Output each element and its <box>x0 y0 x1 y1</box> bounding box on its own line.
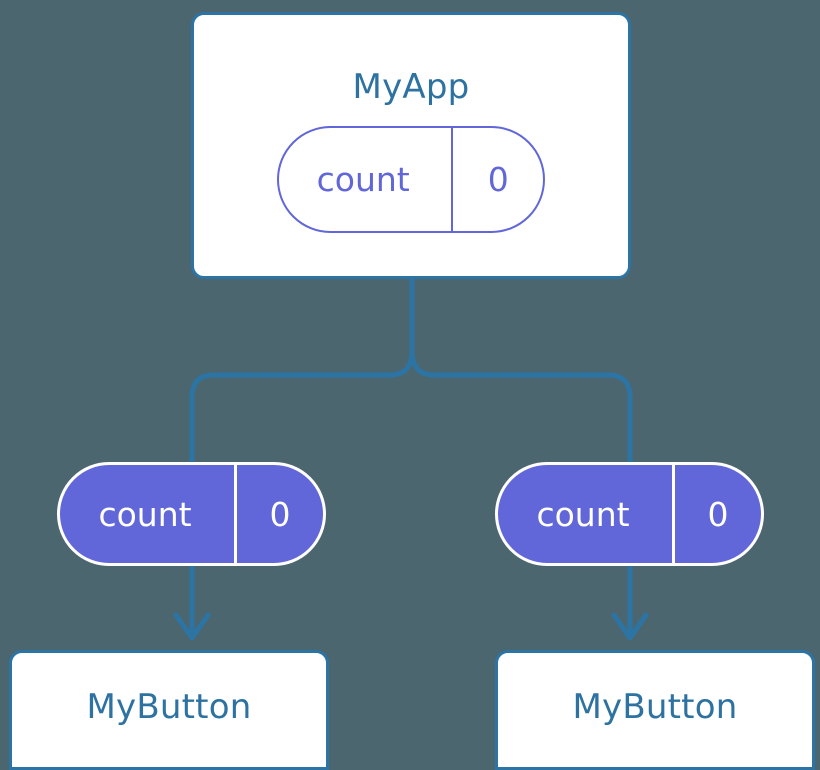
edge-branch-right <box>409 349 633 470</box>
edge-branch-left <box>189 349 415 470</box>
arrowhead-right-icon <box>611 612 649 641</box>
state-pill-count-root[interactable]: count 0 <box>277 126 545 233</box>
prop-pill-key: count <box>498 465 676 563</box>
component-node-mybutton-left[interactable]: MyButton <box>9 650 329 770</box>
state-pill-key: count <box>279 128 454 231</box>
state-pill-value: 0 <box>487 160 509 199</box>
component-title-mybutton: MyButton <box>572 687 738 727</box>
component-node-mybutton-right[interactable]: MyButton <box>495 650 815 770</box>
prop-pill-value: 0 <box>269 494 291 534</box>
prop-pill-value: 0 <box>707 494 729 534</box>
component-title-myapp: MyApp <box>352 67 470 107</box>
component-title-mybutton: MyButton <box>86 687 252 727</box>
arrowhead-left-icon <box>173 612 211 641</box>
prop-pill-key: count <box>60 465 238 563</box>
prop-pill-count-left[interactable]: count 0 <box>57 462 326 566</box>
prop-pill-count-right[interactable]: count 0 <box>495 462 764 566</box>
